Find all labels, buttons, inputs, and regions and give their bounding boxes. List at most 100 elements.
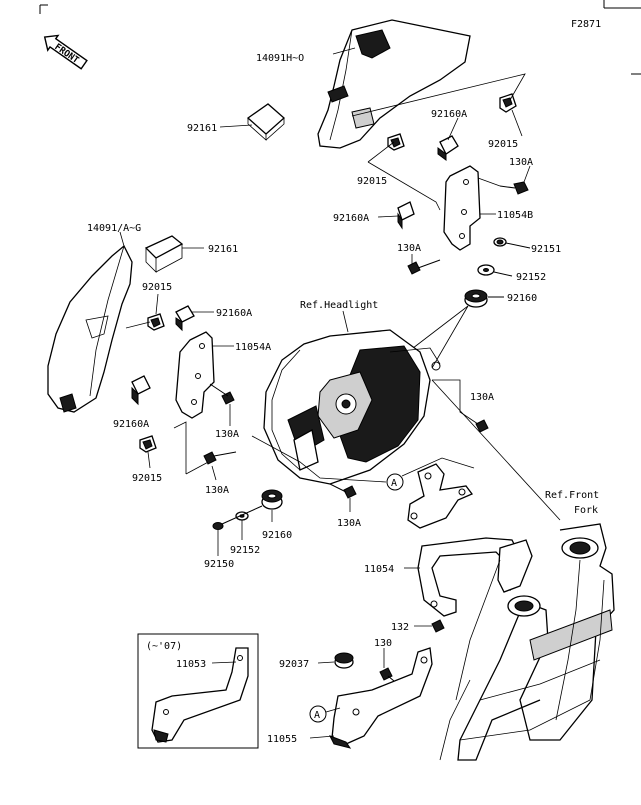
callout-a-circle — [386, 473, 404, 491]
label-92161-top: 92161 — [187, 123, 217, 134]
headlight-bracket — [407, 463, 474, 529]
label-92161-left: 92161 — [208, 244, 238, 255]
leader-line — [147, 451, 151, 469]
callout-a-label-2: A — [314, 710, 320, 721]
grommet-92160a-left — [175, 305, 195, 332]
clip-92015-lower — [139, 435, 157, 453]
top-windshield — [317, 19, 471, 149]
leader-line — [325, 707, 341, 713]
label-130a-top: 130A — [509, 157, 533, 168]
label-14091h: 14091H~O — [256, 53, 304, 64]
stay-11054 — [417, 537, 533, 617]
inset-box — [137, 633, 259, 749]
label-130a-center: 130A — [337, 518, 361, 529]
leader-line — [351, 73, 526, 117]
label-92037: 92037 — [279, 659, 309, 670]
pad-92161-top — [246, 103, 285, 141]
bolt-130a-right — [475, 419, 489, 433]
leader-line — [211, 465, 217, 481]
leader-line — [432, 379, 479, 425]
clip-92015-left — [147, 313, 165, 331]
leader-line — [173, 421, 187, 474]
label-130a-mid: 130A — [397, 243, 421, 254]
label-92015-lower: 92015 — [132, 473, 162, 484]
leader-line — [125, 321, 151, 329]
label-ref-fork: Fork — [574, 505, 598, 516]
grommet-92160-right — [464, 289, 504, 308]
leader-line — [155, 293, 159, 315]
label-92160a-mid: 92160A — [333, 213, 369, 224]
clip-92015-top-mid — [387, 133, 405, 151]
grommet-92160a-lower — [131, 375, 151, 406]
grommet-92160-low — [261, 489, 283, 510]
label-11054: 11054 — [364, 564, 394, 575]
leader-line — [477, 177, 501, 187]
bracket-11054b — [443, 165, 481, 251]
label-130a-left: 130A — [215, 429, 239, 440]
label-92015-top-right: 92015 — [488, 139, 518, 150]
leader-line — [431, 379, 561, 521]
label-92152-right: 92152 — [516, 272, 546, 283]
bracket-11055 — [328, 647, 433, 749]
label-92152-low: 92152 — [230, 545, 260, 556]
left-windshield — [47, 244, 133, 413]
leader-line — [401, 457, 475, 477]
label-ref-front: Ref.Front — [545, 490, 599, 501]
label-92160a-lower: 92160A — [113, 419, 149, 430]
leader-line — [309, 735, 335, 739]
label-11054b: 11054B — [497, 210, 533, 221]
washer-92152-right — [477, 264, 513, 277]
label-130a-right: 130A — [470, 392, 494, 403]
front-fork — [439, 523, 615, 761]
leader-line — [211, 661, 237, 664]
label-92015-top-mid: 92015 — [357, 176, 387, 187]
label-92150: 92150 — [204, 559, 234, 570]
headlight-assembly — [263, 329, 441, 485]
bolt-130a-center — [329, 483, 357, 499]
label-11054a: 11054A — [235, 342, 271, 353]
screw-92151 — [493, 237, 531, 249]
leader-line — [511, 109, 523, 137]
bracket-11054a — [175, 331, 215, 419]
callout-a-circle-2 — [309, 705, 327, 723]
pad-92161-left — [144, 235, 184, 273]
leader-line — [342, 310, 349, 333]
leader-line — [367, 161, 441, 211]
bracket-11053 — [151, 647, 249, 743]
leader-line — [377, 215, 399, 218]
label-14091a: 14091/A~G — [87, 223, 141, 234]
label-92160a-top: 92160A — [431, 109, 467, 120]
label-130a-left2: 130A — [205, 485, 229, 496]
inset-label: (~'07) — [146, 641, 182, 652]
leader-line — [523, 165, 531, 183]
bolt-130a-mid — [407, 259, 441, 275]
label-92160-right: 92160 — [507, 293, 537, 304]
bolt-130a-top — [499, 181, 529, 195]
leader-line — [219, 124, 253, 128]
label-92160a-left: 92160A — [216, 308, 252, 319]
label-92015-left: 92015 — [142, 282, 172, 293]
figure-code: F2871 — [571, 19, 601, 30]
clip-92015-top-right — [499, 93, 517, 113]
label-92160-low: 92160 — [262, 530, 292, 541]
callout-a-label: A — [391, 478, 397, 489]
label-11053: 11053 — [176, 659, 206, 670]
label-11055: 11055 — [267, 734, 297, 745]
grommet-92160a-mid — [397, 201, 415, 230]
leader-line — [431, 305, 469, 369]
cap-92037 — [334, 652, 354, 669]
label-130: 130 — [374, 638, 392, 649]
label-132: 132 — [391, 622, 409, 633]
leader-line — [251, 435, 387, 483]
screw-92150 — [212, 505, 263, 530]
bolt-130a-left2 — [203, 451, 237, 465]
leader-line — [332, 47, 356, 55]
label-92151: 92151 — [531, 244, 561, 255]
leader-line — [119, 231, 125, 247]
leader-line — [317, 661, 335, 664]
label-ref-headlight: Ref.Headlight — [300, 300, 378, 311]
bolt-132 — [431, 619, 445, 633]
bolt-130a-left — [209, 383, 235, 405]
